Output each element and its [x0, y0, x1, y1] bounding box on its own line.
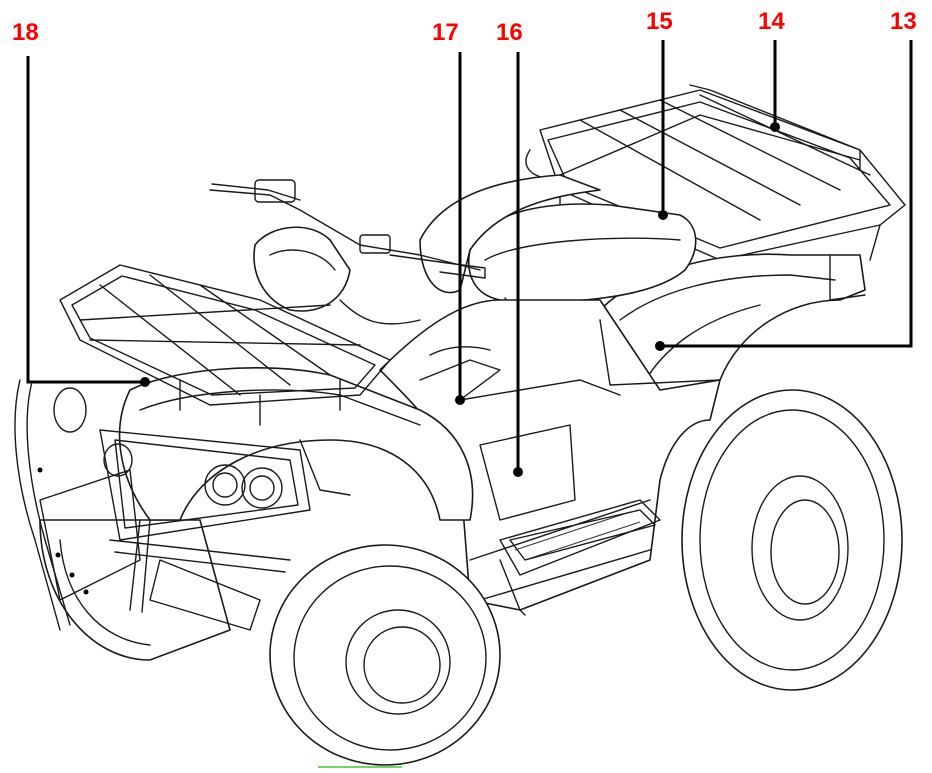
callout-leader-lines: [26, 40, 913, 477]
callout-number-17: 17: [432, 19, 459, 46]
callout-number-13: 13: [890, 8, 917, 35]
leader-dot-15: [658, 210, 668, 220]
leader-dot-16: [513, 467, 523, 477]
leader-dot-14: [770, 122, 780, 132]
footrest: [499, 509, 656, 616]
callout-number-15: 15: [646, 8, 673, 35]
front-left-wheel: [39, 519, 231, 661]
front-right-wheel: [269, 544, 501, 766]
leader-dot-18: [140, 377, 150, 387]
rear-fender: [599, 253, 866, 396]
front-fender: [118, 366, 474, 521]
main-body: [379, 299, 721, 611]
handlebar-assembly: [209, 174, 601, 325]
leader-dot-17: [455, 395, 465, 405]
leader-line-18: [26, 56, 145, 384]
callout-number-14: 14: [758, 8, 785, 35]
leader-line-13: [660, 40, 913, 348]
front-bumper: [14, 379, 311, 631]
callout-number-16: 16: [496, 19, 523, 46]
leader-dot-13: [655, 341, 665, 351]
front-cargo-rack: [59, 264, 391, 426]
rear-right-wheel: [681, 389, 903, 691]
callout-number-18: 18: [12, 19, 39, 46]
